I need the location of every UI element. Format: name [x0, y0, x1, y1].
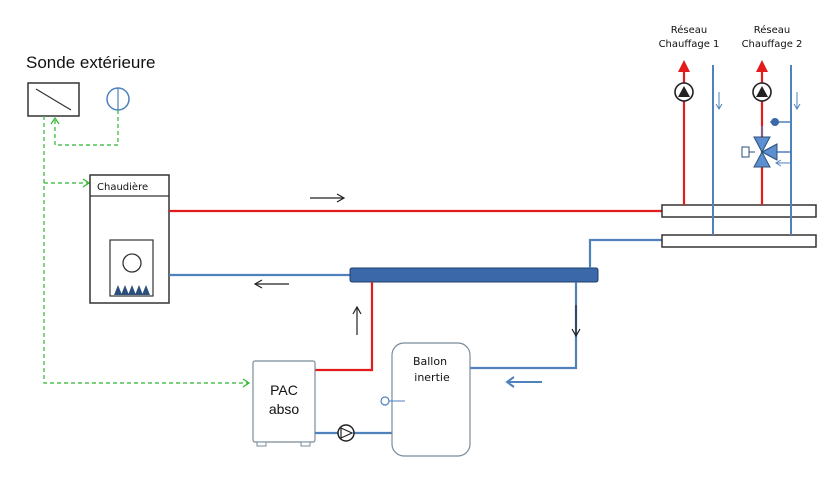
heat-pump-unit	[252, 360, 316, 447]
ballon-label-line1: Ballon	[413, 355, 447, 368]
burner-flames-icon	[114, 285, 150, 295]
boiler-label: Chaudière	[97, 181, 148, 193]
flow-arrow-down-icon	[571, 305, 581, 338]
reseau2-down-arrow-icon	[793, 92, 801, 110]
reseau2-label-line2: Chauffage 2	[742, 39, 803, 50]
return-riser-pipe	[588, 238, 662, 268]
reseau1-down-arrow-icon	[715, 92, 723, 110]
ballon-return-pipe	[470, 282, 578, 370]
buffer-tank	[391, 342, 471, 457]
pac-label-line2: abso	[269, 401, 300, 417]
pac-hot-pipe	[315, 282, 374, 372]
pac-label-line1: PAC	[270, 382, 298, 398]
outdoor-sensor-icon	[27, 82, 80, 117]
control-lines	[43, 110, 248, 384]
reseau1-pump-icon	[674, 82, 694, 102]
reseau1-label-line1: Réseau	[671, 24, 707, 36]
reseau2-label-line1: Réseau	[754, 24, 790, 36]
hydraulic-separator	[349, 267, 599, 283]
circulator-pump-icon	[337, 424, 355, 442]
reseau2-up-arrow-icon	[756, 60, 768, 72]
flow-arrow-blue-left-icon	[505, 376, 542, 388]
boiler	[89, 174, 170, 304]
thermostat-icon	[106, 87, 130, 111]
reseau1-up-arrow-icon	[678, 60, 690, 72]
flow-arrow-right-icon	[310, 193, 346, 203]
reseau2-pump-icon	[752, 82, 772, 102]
flow-arrow-up-icon	[352, 305, 362, 335]
reseau1-label-line2: Chauffage 1	[659, 39, 720, 50]
tank-sensor-icon	[380, 396, 405, 406]
sonde-title: Sonde extérieure	[26, 53, 155, 72]
supply-collector	[661, 204, 817, 218]
bypass-arrow-icon	[775, 159, 790, 167]
ballon-label-line2: inertie	[414, 371, 450, 384]
three-way-valve-icon	[741, 118, 779, 168]
control-arrowheads	[50, 116, 251, 388]
flow-arrow-left-icon	[253, 279, 289, 289]
return-collector	[661, 234, 817, 248]
